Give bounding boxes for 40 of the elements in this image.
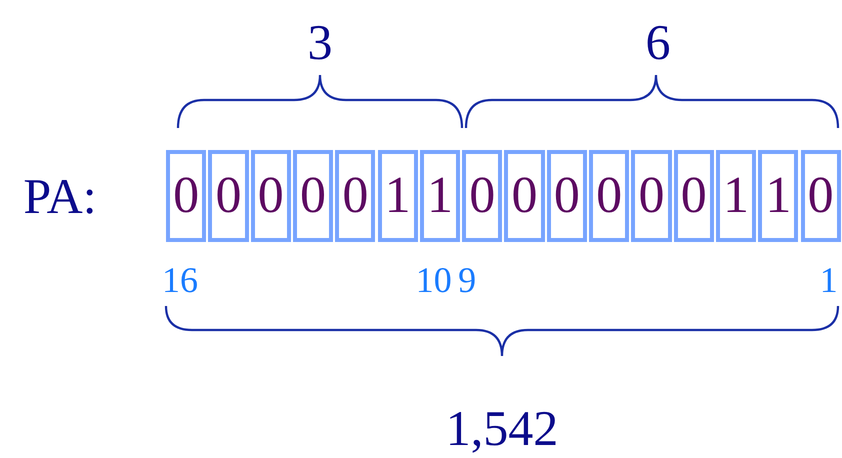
- bit-cell: [292, 150, 334, 242]
- bit-cell: [546, 150, 587, 242]
- bit-digit: 0: [596, 170, 622, 222]
- bit-cell: [420, 150, 460, 242]
- bit-digit: 1: [723, 170, 750, 222]
- register-label: PA:: [23, 171, 97, 221]
- bit-digit: 0: [342, 170, 368, 222]
- bit-cell: [208, 150, 249, 242]
- bit-cell: [504, 150, 545, 242]
- bit-digit: 1: [765, 170, 792, 222]
- value-label: 6: [646, 17, 670, 67]
- bit-digit: 0: [808, 170, 834, 222]
- bit-cell: [800, 150, 841, 242]
- bit-cell: [335, 150, 376, 242]
- bit-index: 16: [162, 262, 198, 298]
- bit-digit: 0: [258, 170, 284, 222]
- bit-cell: [250, 150, 291, 242]
- bit-cell: [631, 150, 672, 242]
- bit-index: 10: [416, 262, 452, 298]
- value-label: 3: [308, 17, 332, 67]
- bit-digit: 0: [680, 170, 707, 222]
- bit-cell: [758, 150, 798, 242]
- bit-index: 1: [820, 262, 838, 298]
- bit-index: 9: [458, 262, 476, 298]
- bit-cell: [378, 150, 418, 242]
- bit-digit: 0: [173, 170, 200, 222]
- bit-cell: [589, 150, 630, 242]
- bit-digit: 0: [554, 170, 580, 222]
- bit-cell: [716, 150, 756, 242]
- bit-cell: [462, 150, 502, 242]
- bit-digit: 0: [300, 170, 326, 222]
- bit-digit: 0: [638, 170, 664, 222]
- bit-digit: 0: [469, 170, 496, 222]
- bit-cell: [166, 150, 206, 242]
- bit-digit: 1: [384, 170, 411, 222]
- bit-digit: 1: [426, 170, 453, 222]
- bit-digit: 0: [512, 170, 538, 222]
- value-label: 1,542: [446, 403, 558, 453]
- bit-cell: [674, 150, 714, 242]
- bit-digit: 0: [215, 170, 242, 222]
